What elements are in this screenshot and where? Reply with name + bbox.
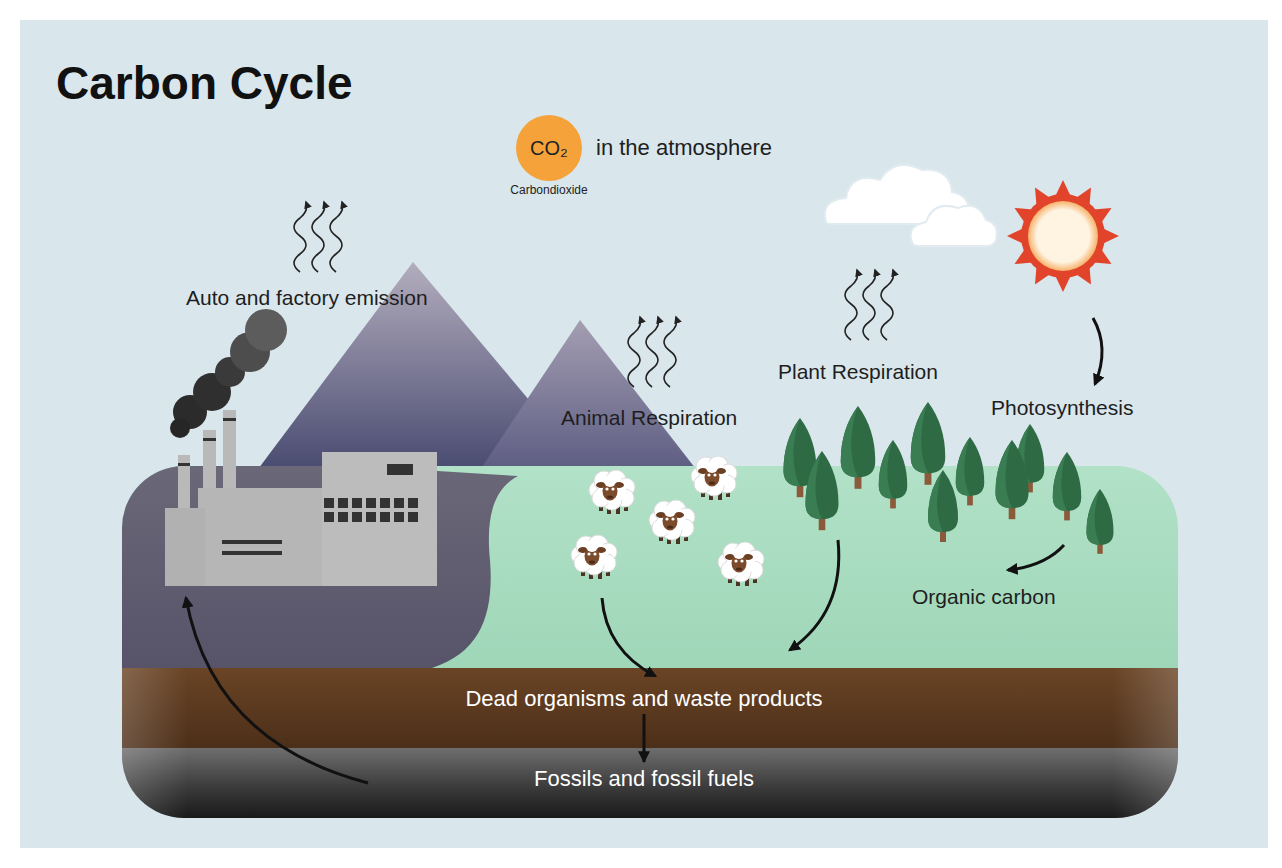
chimney-band: [223, 418, 236, 421]
tree: [911, 402, 946, 485]
background-panel: [20, 20, 1268, 848]
sheep: [649, 500, 695, 544]
respiration-waves: [845, 270, 894, 340]
fossil-band: Fossils and fossil fuels: [474, 762, 814, 796]
flow-arrow: [1093, 318, 1102, 384]
band-label: Fossils and fossil fuels: [534, 766, 754, 792]
cloud: [911, 206, 997, 246]
chimney: [178, 455, 190, 515]
factory-wing: [198, 488, 326, 586]
tree: [928, 470, 958, 542]
caption-text: Carbondioxide: [486, 183, 612, 197]
formula-text: CO₂: [530, 138, 568, 158]
soil-band: Dead organisms and waste products: [424, 684, 864, 714]
sheep: [718, 542, 764, 586]
grass-layer: [122, 466, 1178, 670]
tree: [841, 406, 876, 489]
sheep: [691, 456, 737, 500]
chimney-band: [178, 463, 190, 466]
emission-waves: [294, 202, 343, 272]
band-label: Dead organisms and waste products: [465, 686, 822, 712]
tree: [879, 440, 908, 508]
process-label: Organic carbon: [912, 584, 1056, 609]
factory-window: [387, 464, 413, 475]
clouds: [825, 165, 997, 246]
diagram-title: Carbon Cycle: [56, 60, 353, 106]
flow-arrow: [1008, 545, 1064, 570]
ground-slab: [122, 466, 1178, 818]
chimney-band: [203, 438, 216, 441]
co2-circle: CO₂Carbondioxide: [516, 115, 582, 181]
flock: [571, 456, 764, 586]
flow-arrow: [186, 598, 368, 783]
forest: [784, 402, 1114, 554]
flow-arrows: [186, 318, 1102, 783]
factory-wing: [165, 508, 205, 586]
tree: [956, 437, 985, 505]
slab-shading: [122, 668, 1178, 818]
smoke-puff: [170, 418, 190, 438]
factory-stripe: [222, 551, 282, 555]
process-label: Animal Respiration: [561, 405, 737, 430]
chimney: [203, 430, 216, 490]
chimney: [223, 410, 236, 490]
process-label: Photosynthesis: [991, 395, 1133, 420]
smoke: [170, 309, 287, 438]
sheep: [589, 470, 635, 514]
sun: [1007, 180, 1119, 292]
tree: [1087, 489, 1114, 554]
industrial-ground: [122, 466, 518, 668]
smoke-puff: [245, 309, 287, 351]
tree: [996, 440, 1029, 519]
tree: [1053, 452, 1082, 520]
atmosphere-label: in the atmosphere: [596, 135, 772, 161]
process-label: Auto and factory emission: [186, 285, 428, 310]
flow-arrow: [790, 540, 839, 650]
factory-stripe: [222, 540, 282, 544]
sheep: [571, 535, 617, 579]
tree: [806, 451, 839, 530]
respiration-waves: [628, 317, 677, 387]
window-grid: [324, 498, 418, 522]
flow-connector: [643, 714, 646, 762]
flow-arrow: [602, 598, 655, 676]
factory-hall: [322, 452, 437, 586]
sun-disc: [1021, 194, 1105, 278]
factory: [165, 410, 437, 586]
sun-core: [1028, 201, 1098, 271]
process-label: Plant Respiration: [778, 359, 938, 384]
